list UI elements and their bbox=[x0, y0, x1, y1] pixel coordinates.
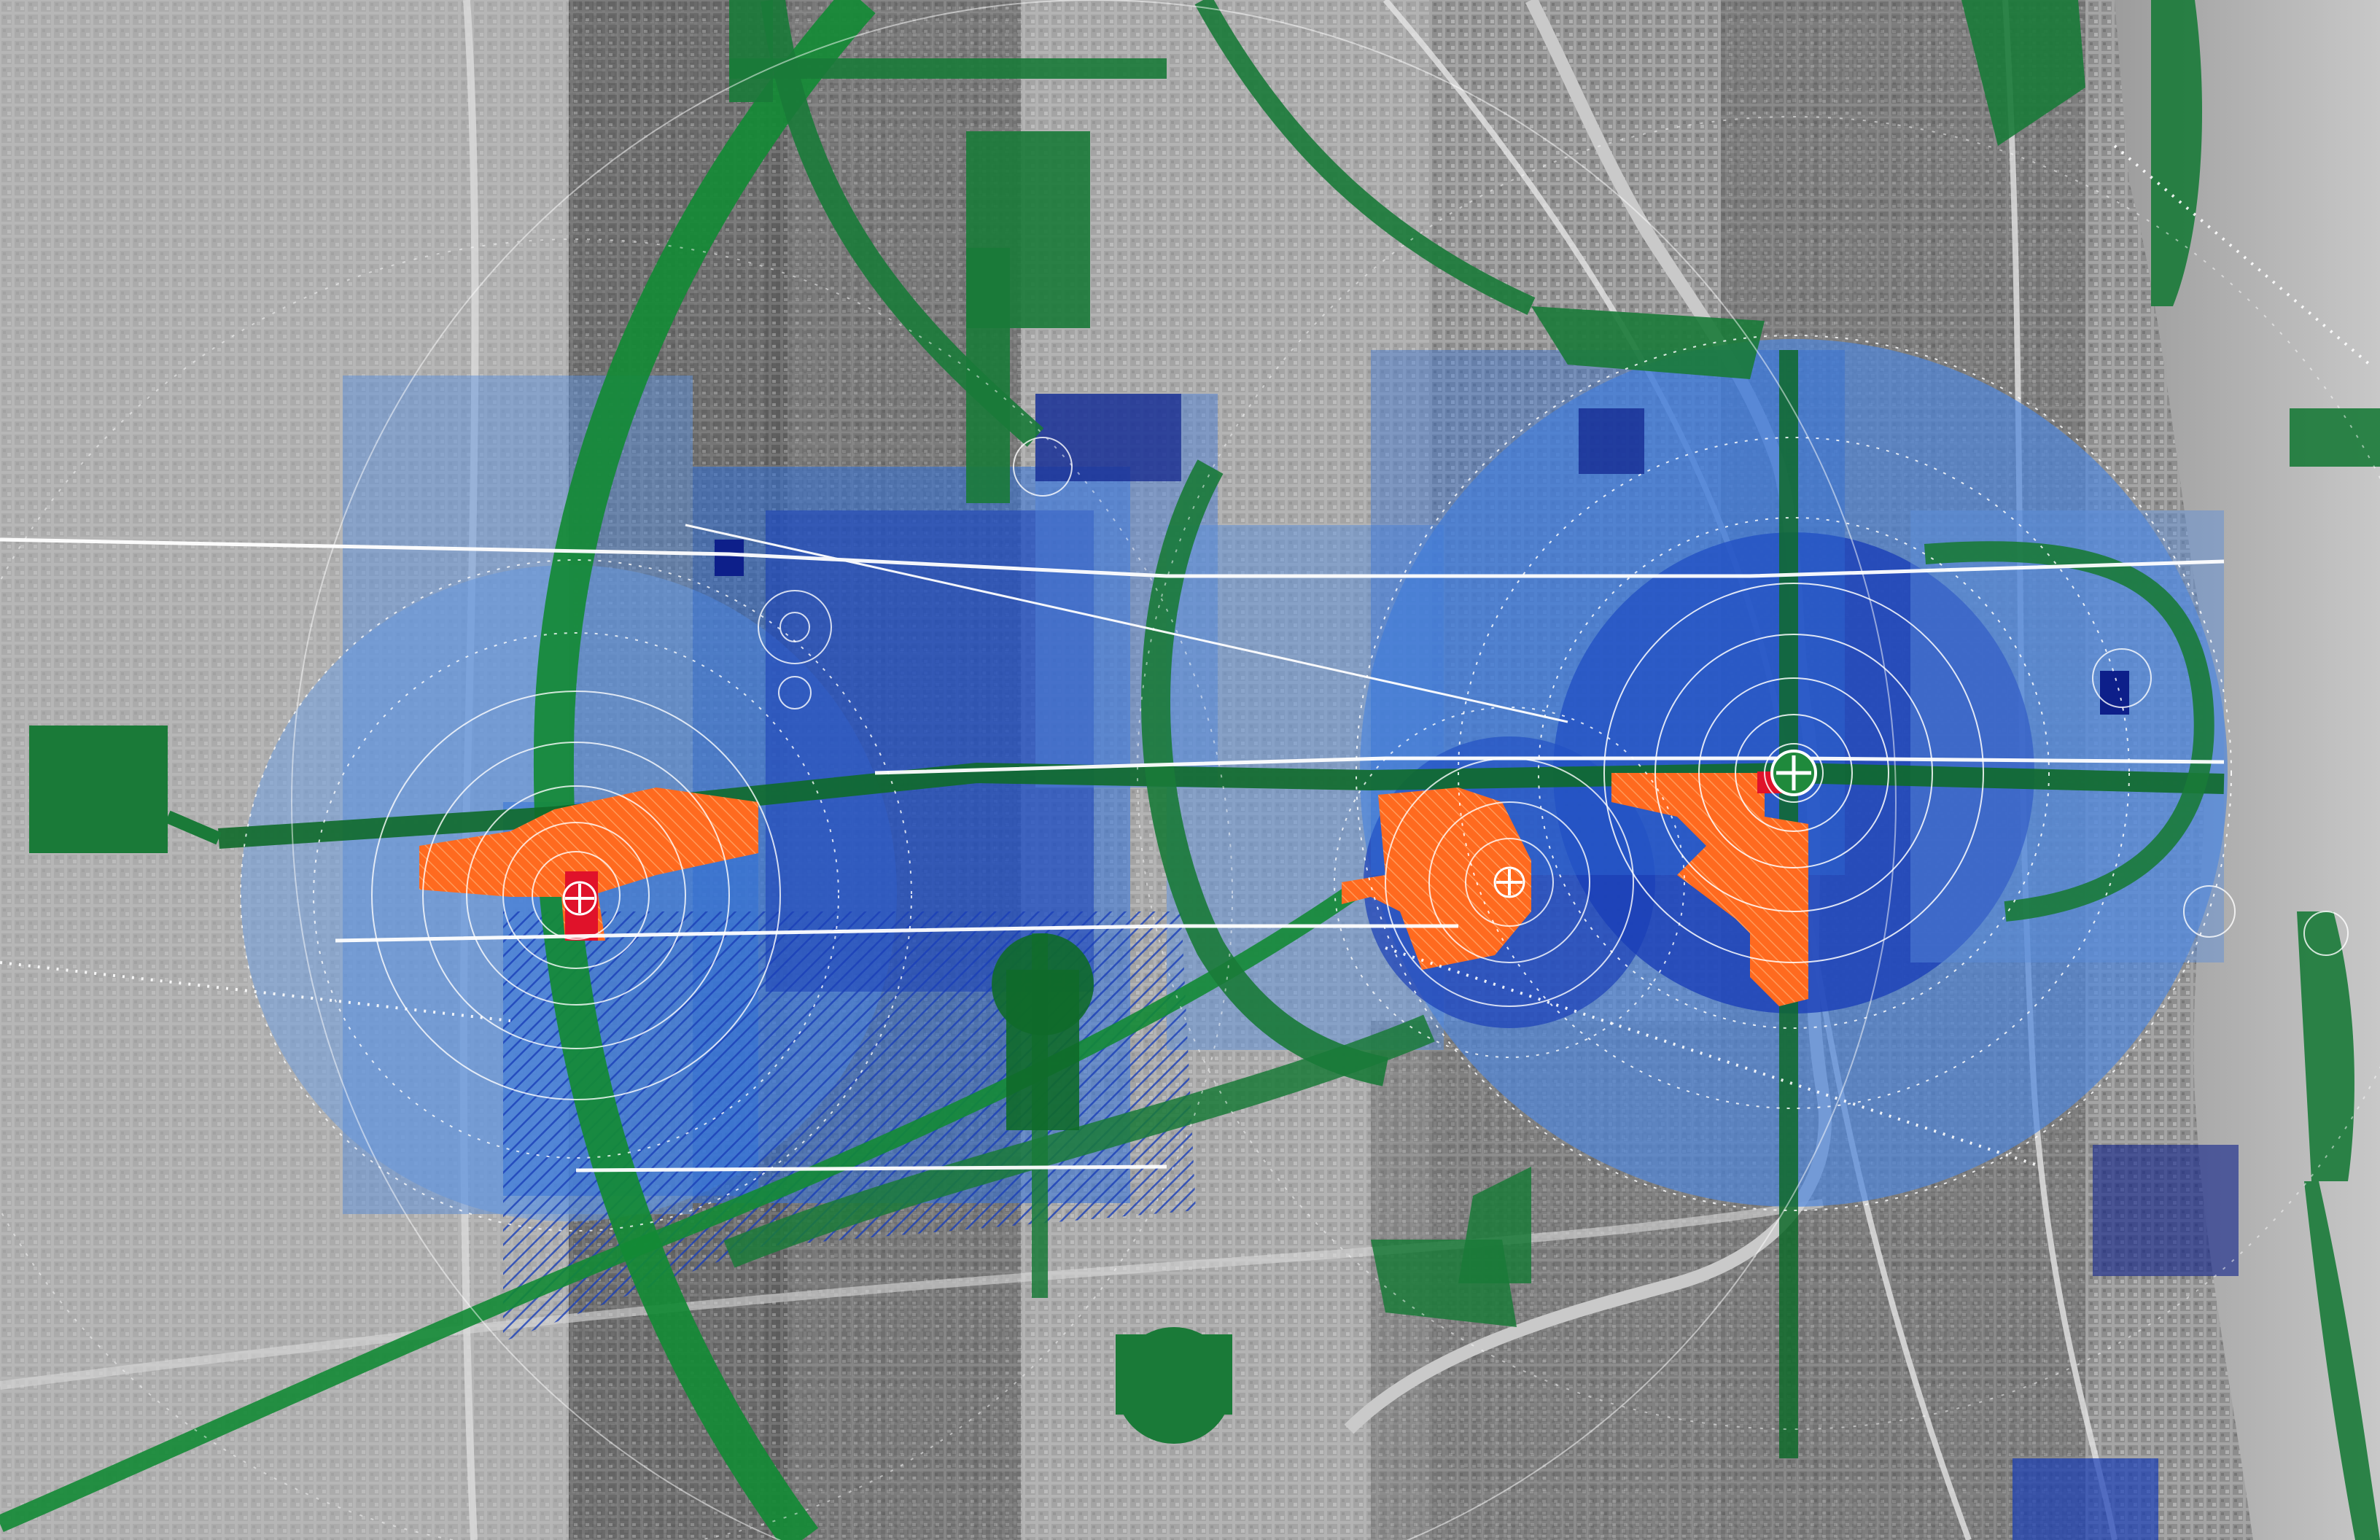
lakeshore-park bbox=[2304, 1181, 2380, 1540]
navy-block bbox=[2093, 1145, 2239, 1276]
east-node-marker[interactable] bbox=[1770, 750, 1817, 796]
navy-block bbox=[1579, 408, 1644, 474]
navy-block bbox=[2100, 671, 2129, 715]
central-node-marker[interactable] bbox=[1493, 866, 1525, 898]
dotted-routes bbox=[0, 144, 2371, 1168]
west-rings bbox=[240, 559, 912, 1232]
node-markers bbox=[562, 750, 1817, 916]
southwest-park bbox=[1458, 1167, 1531, 1283]
central-park bbox=[992, 933, 1094, 1035]
west-node-marker[interactable] bbox=[562, 881, 597, 916]
green-arc-corridor bbox=[533, 0, 876, 1540]
east-rings bbox=[1356, 335, 2232, 1211]
lakeshore-park bbox=[2297, 911, 2354, 1181]
orange-development-sites bbox=[419, 771, 1808, 1006]
top-corridor bbox=[729, 58, 1167, 79]
west-development-site bbox=[419, 788, 758, 941]
east-zone-block bbox=[1910, 510, 2224, 962]
central-development-site bbox=[1342, 788, 1531, 970]
navy-block bbox=[715, 540, 744, 576]
northeast-park bbox=[1961, 0, 2085, 146]
small-node-rings bbox=[758, 437, 2349, 956]
white-routes bbox=[0, 524, 2225, 1172]
south-park bbox=[1116, 1334, 1232, 1415]
west-park bbox=[29, 726, 168, 853]
diagonal-corridor bbox=[1194, 0, 1536, 315]
east-development-site bbox=[1611, 773, 1808, 1006]
central-curve-corridor bbox=[1141, 459, 1388, 1086]
highway bbox=[0, 1199, 1824, 1390]
navy-block bbox=[2012, 1458, 2158, 1540]
navy-block bbox=[1035, 394, 1181, 481]
east-loop-corridor bbox=[1924, 541, 2214, 922]
diagonal-corridor bbox=[761, 0, 1044, 447]
lakeshore-park bbox=[2290, 408, 2380, 467]
lower-diagonal-corridor bbox=[0, 882, 1361, 1533]
river-park bbox=[1531, 306, 1765, 379]
west-park-link bbox=[165, 810, 222, 845]
lakeshore-park bbox=[2151, 0, 2202, 306]
